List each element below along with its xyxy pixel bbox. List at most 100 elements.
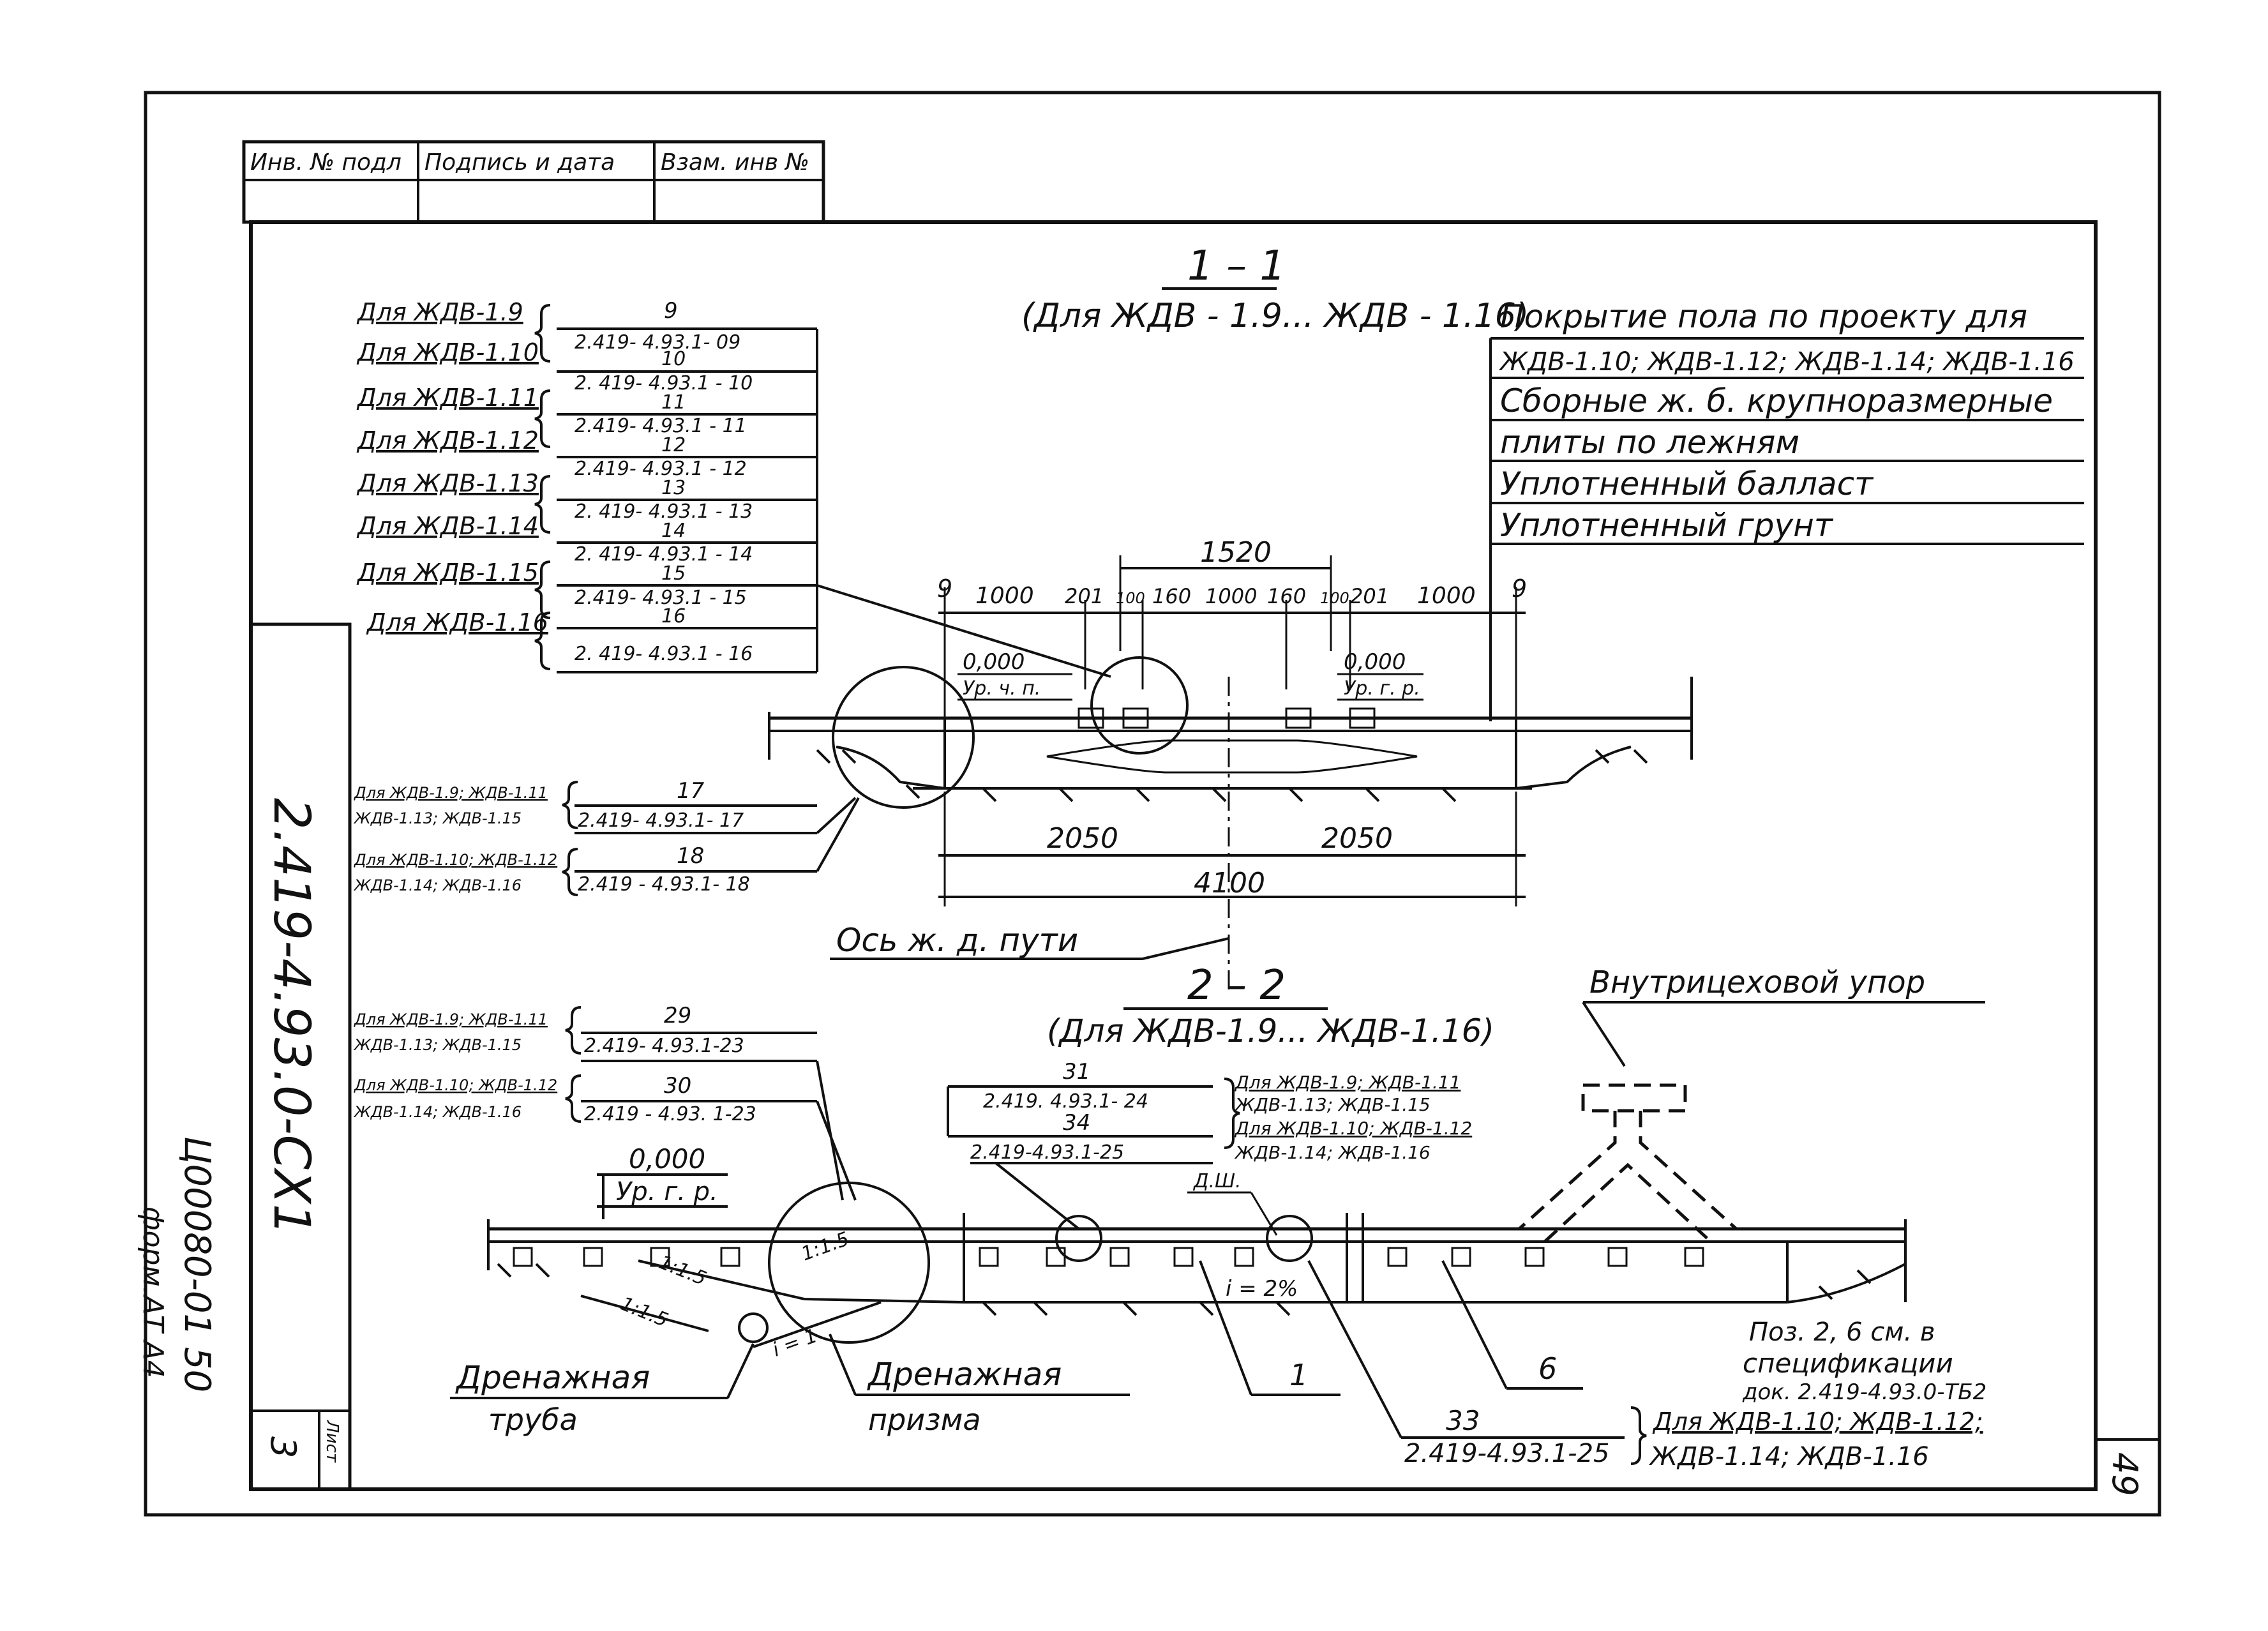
lower-callout-ref: 2.419 - 4.93.1- 18 [578, 873, 750, 896]
archive-number: Ц00080-01 [176, 1136, 218, 1336]
mid-label-1: Для ЖДВ-1.9; ЖДВ-1.11 [1234, 1072, 1461, 1093]
slope-label: i = 2% [1226, 1276, 1298, 1302]
section2-title: 2 – 2 [1187, 962, 1286, 1009]
note-line: спецификации [1743, 1348, 1953, 1379]
s1-callout-num: 15 [661, 562, 686, 585]
marker-1: 1 [1289, 1358, 1308, 1392]
s1-callout-num: 9 [664, 298, 678, 324]
position-markers: 1 6 [1199, 1260, 1583, 1396]
lower-callout-ref: 2.419- 4.93.1- 17 [578, 809, 744, 832]
stamp-replace-label: Взам. инв № [661, 149, 809, 176]
section1-subtitle: (Для ЖДВ - 1.9... ЖДВ - 1.16) [1021, 297, 1529, 335]
s2-callout-label-b: ЖДВ-1.13; ЖДВ-1.15 [353, 1036, 522, 1054]
mid-label-2: ЖДВ-1.13; ЖДВ-1.15 [1234, 1094, 1431, 1115]
s1-callout-label: Для ЖДВ-1.12 [356, 426, 539, 455]
outer-frame [144, 91, 2161, 1517]
stamp-inv-label: Инв. № подл [250, 149, 402, 176]
side-title-strip: 2.419-4.93.0-СХ1 Лист 3 [249, 622, 352, 1491]
s1-callout-ref: 2. 419- 4.93.1 - 16 [575, 643, 753, 665]
dim-top: 1000 [1205, 584, 1257, 608]
dim-half-left: 2050 [1047, 822, 1118, 855]
slope-label: 1:1.5 [656, 1251, 709, 1290]
bottom-num: 33 [1446, 1405, 1480, 1436]
section2-mid-callout: 31 2.419. 4.93.1- 24 34 2.419-4.93.1-25 … [947, 1059, 1472, 1236]
bottom-label-2: ЖДВ-1.14; ЖДВ-1.16 [1648, 1442, 1929, 1471]
drain-prism-label-2: призма [868, 1402, 981, 1437]
page-number: 49 [2105, 1452, 2145, 1496]
s2-level-label: Ур. г. р. [616, 1177, 718, 1206]
bottom-label-1: Для ЖДВ-1.10; ЖДВ-1.12; [1652, 1408, 1983, 1436]
dim-total: 4100 [1194, 867, 1265, 899]
dim-top: 100 [1320, 589, 1349, 607]
s1-callout-label: Для ЖДВ-1.13 [356, 469, 539, 497]
note-line: док. 2.419-4.93.0-ТБ2 [1742, 1379, 1986, 1405]
stop-label: Внутрицеховой упор [1589, 965, 1925, 1000]
section1-bottom-dimensions: 2050 2050 4100 Ось ж. д. пути [830, 792, 1526, 996]
s2-callout-label-a: Для ЖДВ-1.10; ЖДВ-1.12 [354, 1076, 557, 1094]
s2-callout-ref: 2.419- 4.93.1-23 [584, 1035, 744, 1057]
drain-pipe-label: Дренажная [455, 1359, 650, 1396]
layer-line: Покрытие пола по проекту для [1500, 298, 2027, 335]
slope-label: 1:1.5 [799, 1228, 852, 1265]
section2-bottom-callout: 33 2.419-4.93.1-25 Для ЖДВ-1.10; ЖДВ-1.1… [1307, 1260, 1983, 1471]
s1-callout-ref: 2. 419- 4.93.1 - 13 [575, 500, 753, 523]
s2-callout-num: 29 [664, 1003, 691, 1028]
layer-line: Уплотненный грунт [1500, 507, 1834, 544]
dim-half-right: 2050 [1321, 822, 1393, 855]
lower-callout-label-a: Для ЖДВ-1.9; ЖДВ-1.11 [354, 784, 548, 802]
section1-lower-callouts: Для ЖДВ-1.9; ЖДВ-1.11 ЖДВ-1.13; ЖДВ-1.15… [353, 778, 860, 896]
s1-callout-label: Для ЖДВ-1.9 [356, 298, 523, 326]
mid-num-b: 34 [1063, 1110, 1090, 1136]
marker-6: 6 [1538, 1351, 1557, 1386]
slope-label: i = 1 [770, 1325, 820, 1361]
s1-callout-ref: 2. 419- 4.93.1 - 10 [575, 372, 753, 395]
side-sheet-number: 3 [263, 1436, 303, 1458]
mid-dsh: Д.Ш. [1192, 1170, 1242, 1192]
s1-callout-num: 14 [661, 520, 686, 542]
lower-callout-num: 18 [677, 843, 704, 869]
level-right-label: Ур. г. р. [1344, 677, 1420, 700]
section1-levels: 0,000 Ур. ч. п. 0,000 Ур. г. р. [958, 649, 1423, 701]
approval-stamp: Инв. № подл Подпись и дата Взам. инв № [242, 140, 825, 224]
dim-top: 100 [1116, 589, 1145, 607]
s1-callout-ref: 2. 419- 4.93.1 - 14 [575, 543, 753, 566]
mid-label-3: Для ЖДВ-1.10; ЖДВ-1.12 [1234, 1118, 1472, 1139]
side-sheet-label: Лист [322, 1420, 342, 1463]
section1-layer-legend: Покрытие пола по проекту для ЖДВ-1.10; Ж… [1489, 298, 2084, 721]
s1-callout-num: 11 [661, 391, 686, 414]
s2-callout-num: 30 [664, 1073, 691, 1099]
slope-label: 1:1.5 [617, 1293, 671, 1332]
section1-cross-section [768, 656, 1693, 809]
drain-pipe-label-2: труба [488, 1402, 578, 1437]
drain-labels: Дренажная труба Дренажная призма [450, 1334, 1130, 1437]
level-left-value: 0,000 [963, 649, 1025, 675]
s1-callout-num: 10 [661, 348, 686, 370]
dim-1520: 1520 [1200, 536, 1272, 569]
dim-top: 1000 [1417, 583, 1476, 609]
section1-callout-ladder: Для ЖДВ-1.9 9 2.419- 4.93.1- 09 Для ЖДВ-… [356, 298, 1111, 678]
s2-callout-label-b: ЖДВ-1.14; ЖДВ-1.16 [353, 1103, 522, 1121]
level-right-value: 0,000 [1344, 649, 1406, 675]
layer-line: Уплотненный балласт [1500, 465, 1874, 502]
format-label: форм.АТ А4 [137, 1206, 169, 1378]
s1-callout-label: Для ЖДВ-1.14 [356, 512, 539, 540]
s1-callout-num: 12 [661, 434, 686, 456]
lower-callout-label-b: ЖДВ-1.14; ЖДВ-1.16 [353, 876, 522, 894]
lower-callout-label-a: Для ЖДВ-1.10; ЖДВ-1.12 [354, 851, 557, 869]
lower-callout-label-b: ЖДВ-1.13; ЖДВ-1.15 [353, 809, 522, 827]
side-doc-code: 2.419-4.93.0-СХ1 [262, 798, 320, 1235]
mid-label-4: ЖДВ-1.14; ЖДВ-1.16 [1234, 1142, 1431, 1163]
section1-title: 1 – 1 [1187, 243, 1286, 290]
level-left-label: Ур. ч. п. [963, 677, 1040, 700]
section1-top-dimensions: 1520 9 1000 201 100 160 1000 160 100 201… [937, 536, 1527, 731]
s1-callout-ref: 2.419- 4.93.1 - 15 [575, 587, 747, 609]
section2-subtitle: (Для ЖДВ-1.9... ЖДВ-1.16) [1047, 1012, 1494, 1049]
s2-level-value: 0,000 [629, 1143, 705, 1175]
axis-label: Ось ж. д. пути [836, 922, 1078, 959]
dim-top: 160 [1152, 584, 1191, 608]
s1-callout-ref: 2.419- 4.93.1 - 12 [575, 458, 747, 480]
dim-top: 9 [1512, 575, 1527, 603]
s2-callout-ref: 2.419 - 4.93. 1-23 [584, 1103, 756, 1125]
section2-note: Поз. 2, 6 см. в спецификации док. 2.419-… [1742, 1318, 1986, 1405]
drain-prism-label: Дренажная [867, 1356, 1062, 1393]
